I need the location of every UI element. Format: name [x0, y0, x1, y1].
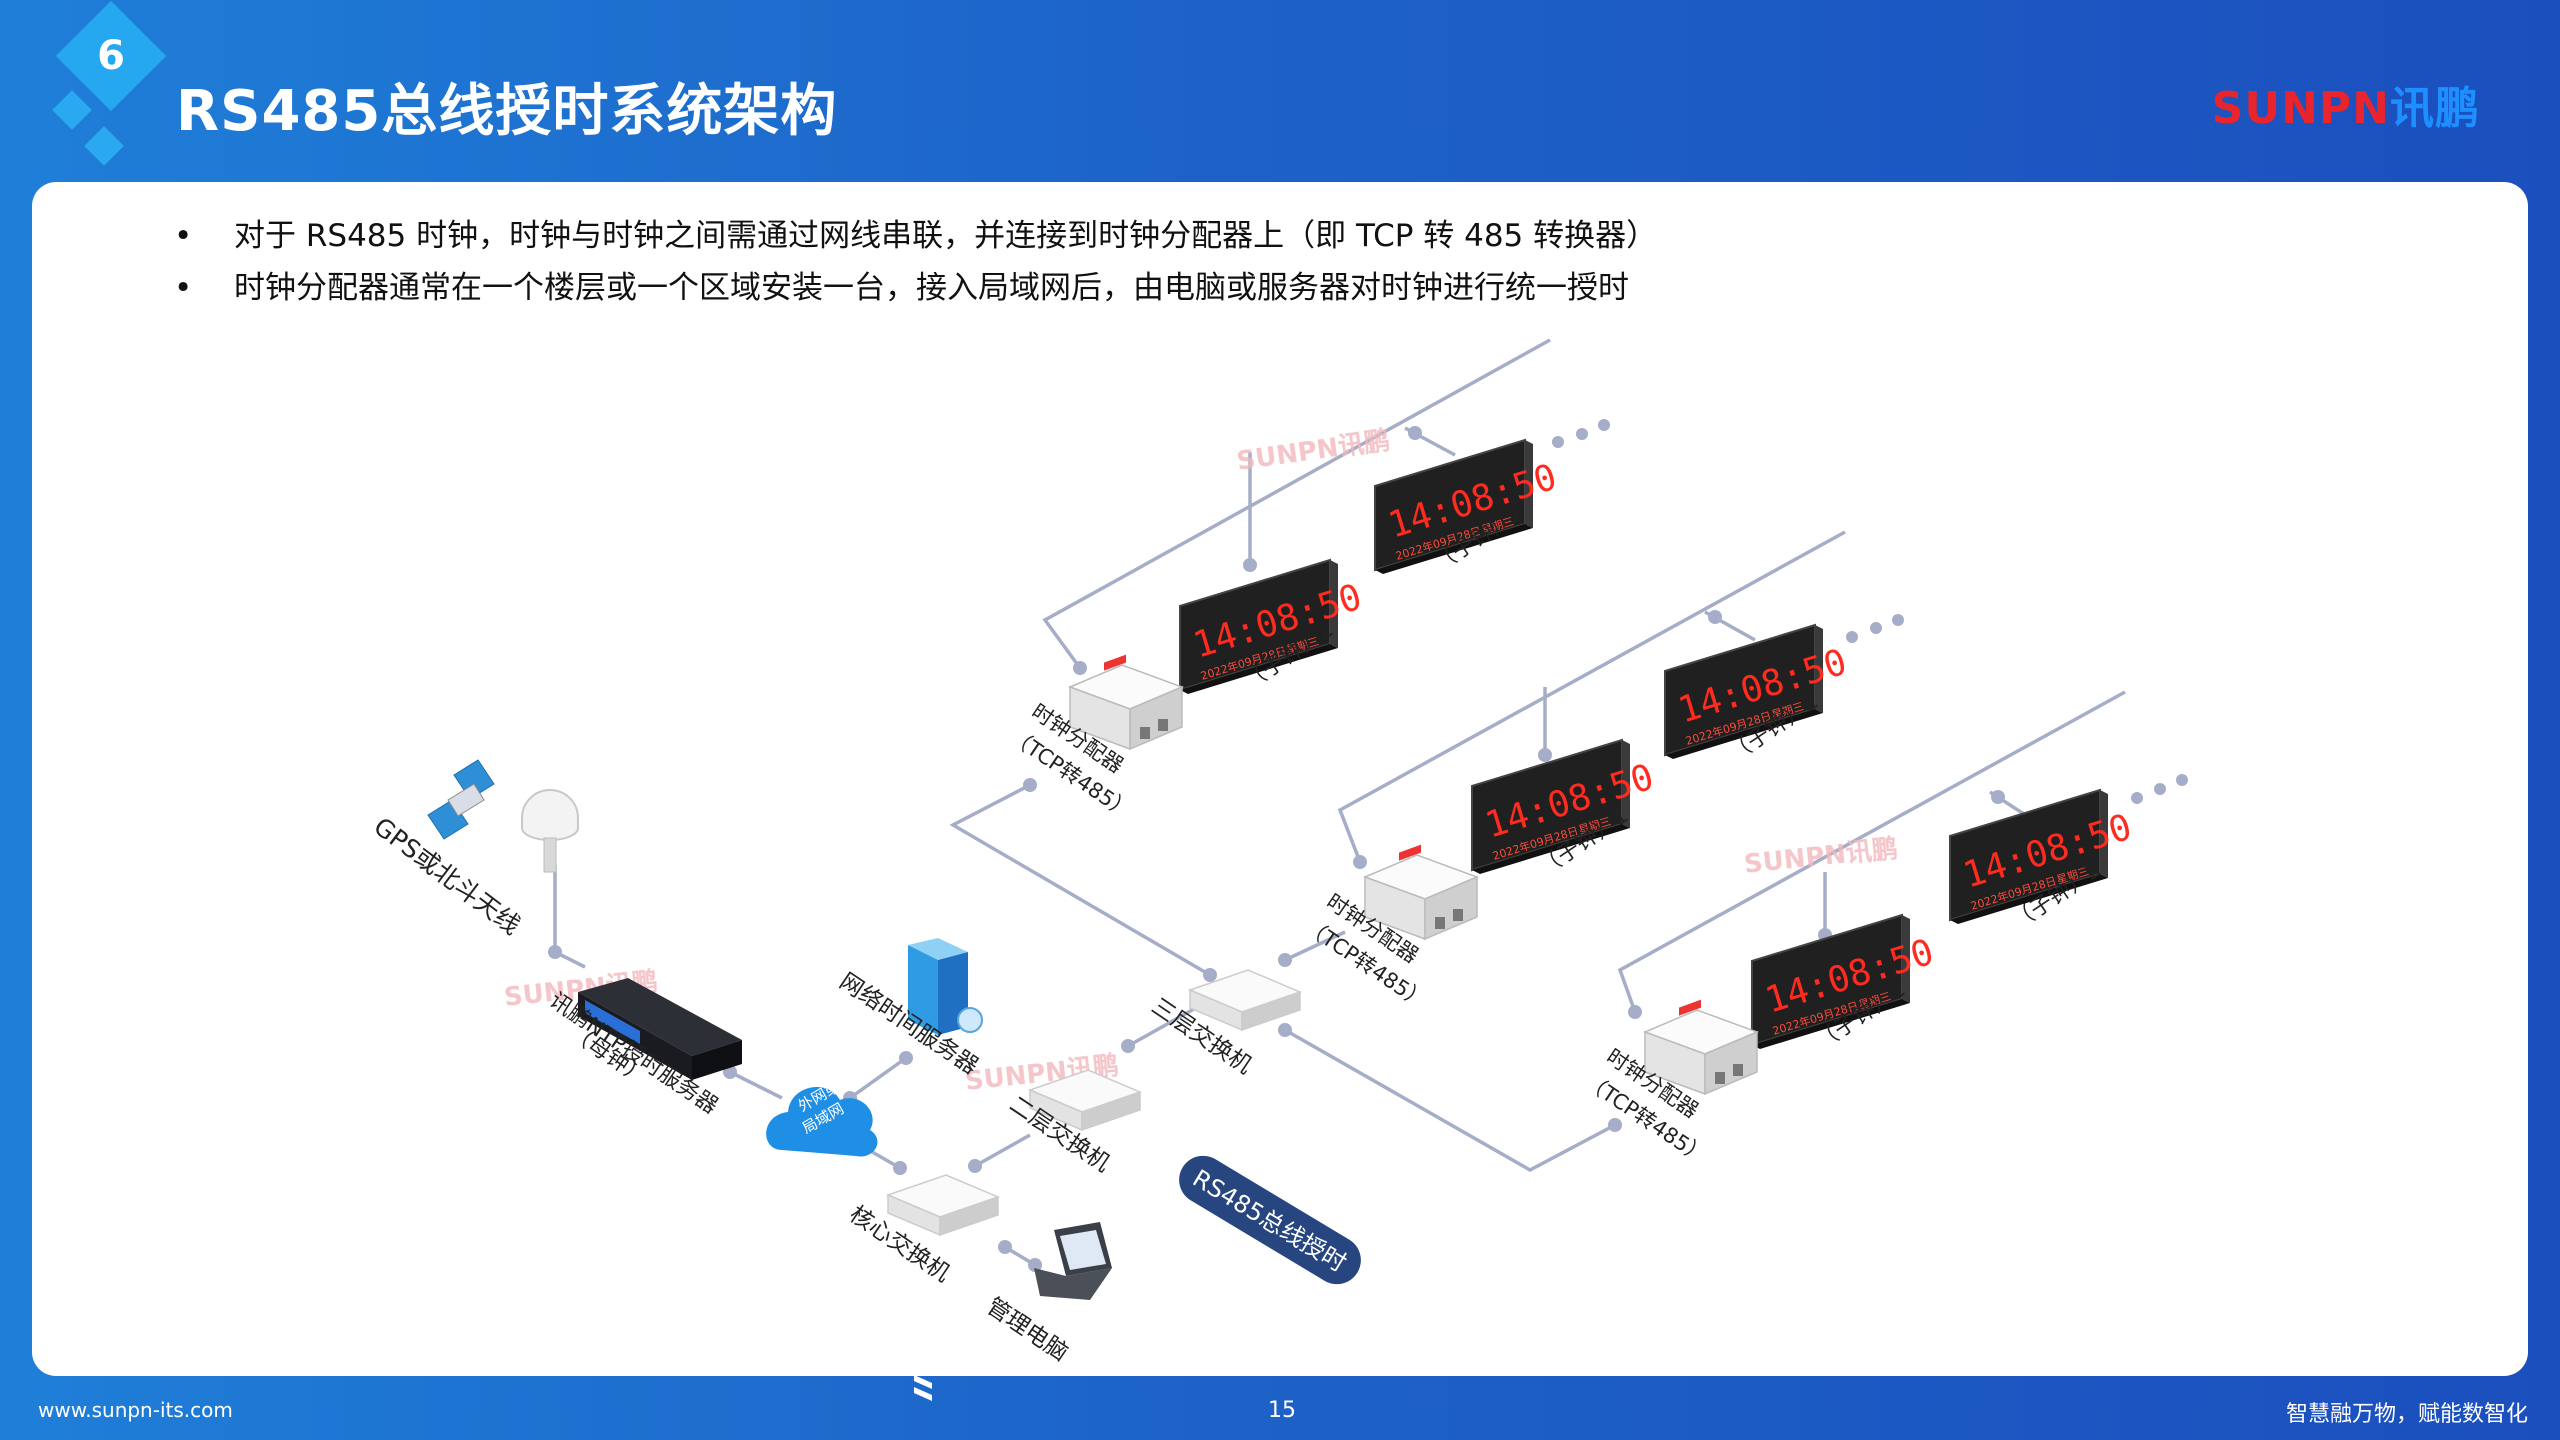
- footer-slogan: 智慧融万物，赋能数智化: [2285, 1402, 2528, 1427]
- page-number: 15: [1268, 1398, 1296, 1423]
- slide-number: 6: [97, 33, 125, 79]
- rs485-pill: RS485总线授时: [1179, 1155, 1361, 1285]
- laptop-icon: [1034, 1222, 1112, 1300]
- clock-group-3: 14:08:50 2022年09月28日 星期三 14:08:50 2022年0…: [1751, 789, 2136, 1055]
- brand-logo: SUNPN讯鹏: [2212, 72, 2480, 136]
- watermark: SUNPN讯鹏: [1743, 834, 1900, 880]
- core-switch: [887, 1174, 999, 1236]
- clock-group-2: 14:08:50 2022年09月28日 星期三 14:08:50 2022年0…: [1471, 624, 1851, 881]
- bullet-list: 对于 RS485 时钟，时钟与时钟之间需通过网线串联，并连接到时钟分配器上（即 …: [170, 210, 1657, 314]
- pc-label: 管理电脑: [982, 1293, 1073, 1366]
- ntp-server-icon: [578, 978, 742, 1080]
- bullet-item: 对于 RS485 时钟，时钟与时钟之间需通过网线串联，并连接到时钟分配器上（即 …: [170, 210, 1657, 262]
- clock-group-1: 14:08:50 2022年09月28日 星期三 14:08:50 2022年0…: [1179, 439, 1561, 695]
- satellite-icon: [427, 759, 495, 840]
- pill-label: RS485总线授时: [1188, 1164, 1351, 1277]
- time-server-icon: [908, 938, 983, 1401]
- brand-latin: SUNPN: [2211, 83, 2390, 134]
- brand-cn: 讯鹏: [2390, 83, 2480, 134]
- slide-header: 6 RS485总线授时系统架构 SUNPN讯鹏: [0, 0, 2560, 180]
- bullet-item: 时钟分配器通常在一个楼层或一个区域安装一台，接入局域网后，由电脑或服务器对时钟进…: [170, 262, 1657, 314]
- page-title: RS485总线授时系统架构: [176, 79, 838, 144]
- content-card: [32, 182, 2528, 1376]
- footer-url[interactable]: www.sunpn-its.com: [38, 1398, 233, 1422]
- antenna-icon: [521, 789, 579, 873]
